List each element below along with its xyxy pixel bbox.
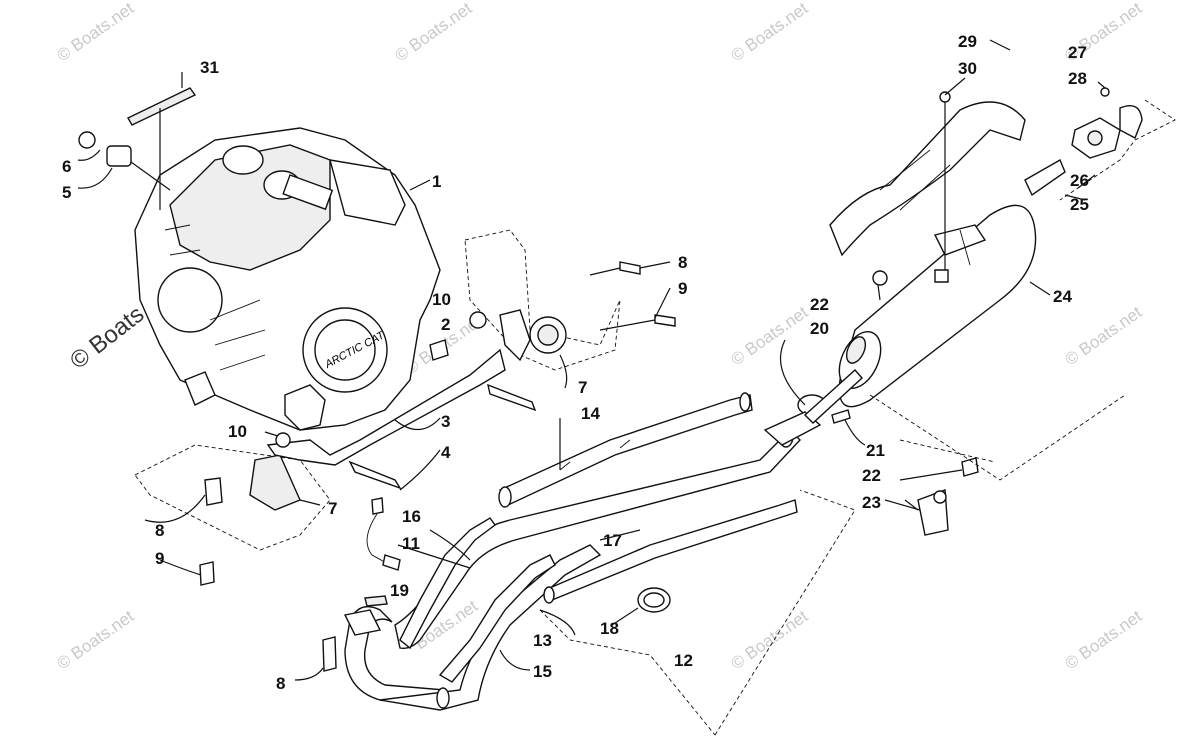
watermark: © Boats.net (1061, 302, 1145, 369)
label-part-2: 2 (441, 315, 450, 334)
label-part-8: 8 (155, 521, 164, 540)
part-labels: 1 2 3 4 5 6 7 7 8 8 8 9 9 10 10 11 12 13… (62, 32, 1089, 693)
label-part-17: 17 (603, 531, 622, 550)
label-part-13: 13 (533, 631, 552, 650)
watermark: © Boats.net (727, 0, 811, 65)
label-part-10: 10 (432, 290, 451, 309)
label-part-8: 8 (276, 674, 285, 693)
upper-mount-bracket (429, 229, 676, 389)
heat-shield-15-16 (399, 517, 556, 683)
label-part-22: 22 (862, 466, 881, 485)
lower-skid-plate (134, 444, 331, 586)
label-part-7: 7 (328, 499, 337, 518)
leader-line (409, 179, 431, 191)
label-part-3: 3 (441, 412, 450, 431)
label-part-25: 25 (1070, 195, 1089, 214)
label-part-24: 24 (1053, 287, 1072, 306)
label-part-21: 21 (866, 441, 885, 460)
label-part-8: 8 (678, 253, 687, 272)
bracket-22-23 (899, 457, 979, 536)
spark-arrestor-25-28 (1024, 87, 1176, 201)
heat-shield-13 (539, 499, 798, 636)
muffler-24 (803, 204, 1126, 481)
label-part-30: 30 (958, 59, 977, 78)
label-part-4: 4 (441, 443, 451, 462)
watermark: © Boats.net (53, 606, 137, 673)
watermark: © Boats.net (727, 302, 811, 369)
watermark: © Boats.net (727, 606, 811, 673)
label-part-1: 1 (432, 172, 441, 191)
label-part-10: 10 (228, 422, 247, 441)
label-part-9: 9 (155, 549, 164, 568)
label-part-6: 6 (62, 157, 71, 176)
label-part-26: 26 (1070, 171, 1089, 190)
watermark: © Boats.net (1061, 606, 1145, 673)
label-part-19: 19 (390, 581, 409, 600)
mount-bushing-5-6 (77, 131, 171, 191)
label-part-14: 14 (581, 404, 600, 423)
watermark: © Boats.net (53, 0, 137, 65)
label-part-12: 12 (674, 651, 693, 670)
label-part-27: 27 (1068, 43, 1087, 62)
o2-sensor-11 (366, 497, 471, 571)
watermark: © Boats.net (391, 0, 475, 65)
label-part-22: 22 (810, 295, 829, 314)
label-part-15: 15 (533, 662, 552, 681)
label-part-23: 23 (862, 493, 881, 512)
label-part-29: 29 (958, 32, 977, 51)
label-part-28: 28 (1068, 69, 1087, 88)
decal-part-31 (127, 72, 197, 210)
gasket-19 (294, 595, 388, 681)
label-part-5: 5 (62, 183, 71, 202)
muffler-shield-29 (829, 91, 1026, 283)
engine-assembly: ARCTIC CAT (134, 127, 441, 431)
label-part-11: 11 (402, 534, 420, 553)
leader-lines (539, 39, 1106, 736)
label-part-9: 9 (678, 279, 687, 298)
label-part-18: 18 (600, 619, 619, 638)
clamp-18 (637, 587, 671, 613)
label-part-7: 7 (578, 378, 587, 397)
label-part-20: 20 (810, 319, 829, 338)
label-part-16: 16 (402, 507, 421, 526)
label-part-31: 31 (200, 58, 219, 77)
heat-shield-14 (498, 392, 753, 508)
engine-bracket (264, 348, 537, 491)
